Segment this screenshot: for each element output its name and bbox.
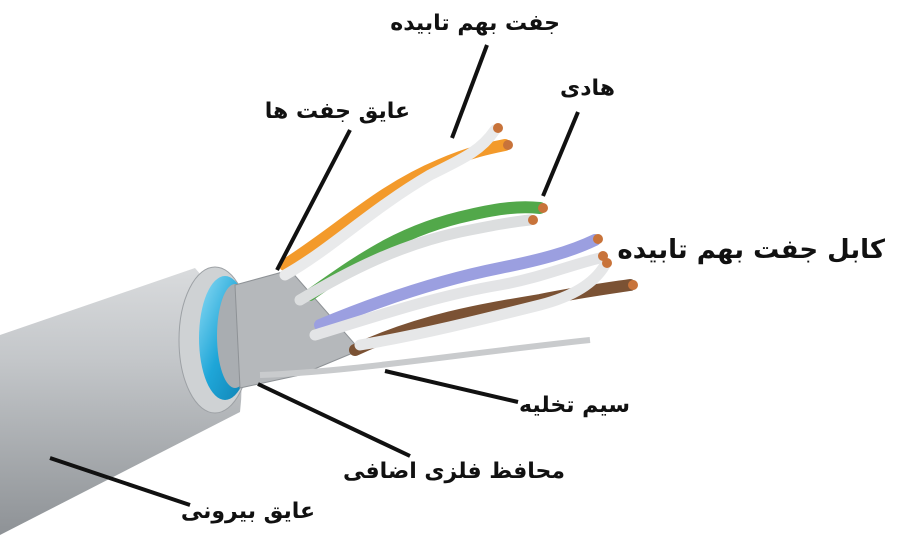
arrow-drain-wire	[384, 369, 519, 404]
drain-wire	[259, 337, 591, 378]
arrow-conductor	[541, 111, 580, 197]
cable-title: کابل جفت بهم تابیده	[617, 235, 885, 265]
arrow-twisted-pair	[450, 44, 489, 139]
arrow-metal-shield	[257, 382, 411, 458]
green-pair	[294, 201, 546, 306]
label-pair-insulation: عایق جفت ها	[265, 99, 410, 124]
label-drain-wire: سیم تخلیه	[519, 393, 630, 418]
label-outer-jacket: عایق بیرونی	[181, 499, 315, 524]
brown-pair	[349, 259, 636, 356]
label-conductor: هادی	[560, 76, 615, 101]
label-extra-metal-shield: محافظ فلزی اضافی	[343, 459, 565, 484]
conductor-tips	[493, 123, 638, 290]
arrow-pair-insulation	[275, 129, 352, 271]
arrow-outer-jacket	[49, 456, 191, 507]
label-twisted-pair: جفت بهم تابیده	[390, 11, 560, 36]
blue-pair	[309, 234, 606, 341]
orange-pair	[279, 124, 511, 281]
